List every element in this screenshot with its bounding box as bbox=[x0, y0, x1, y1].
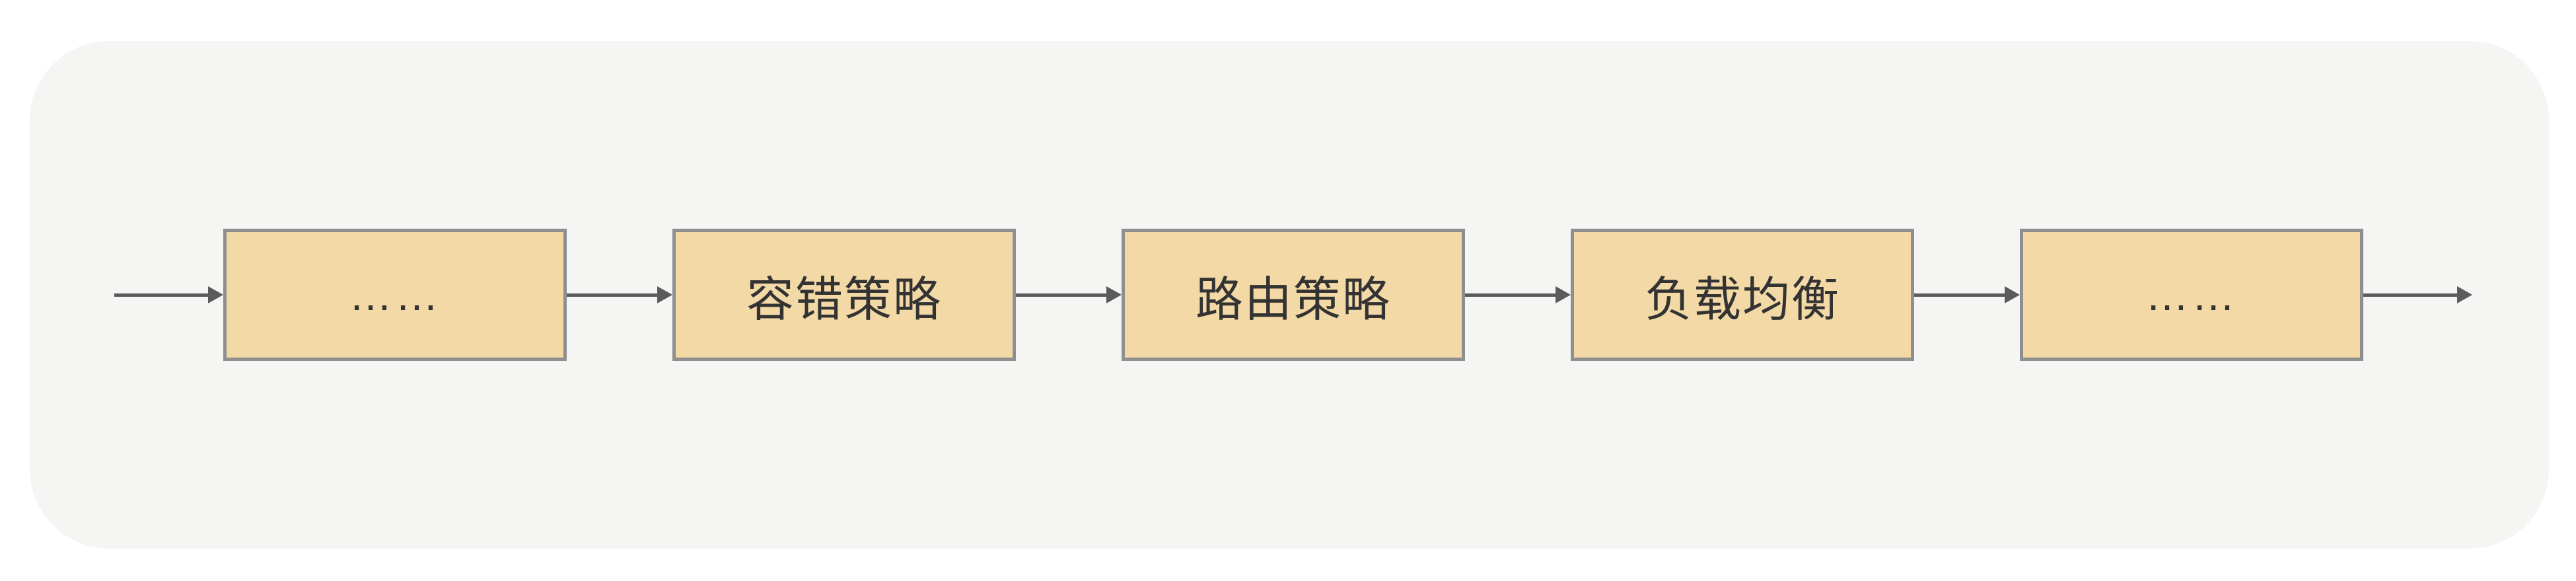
connector-arrow-icon bbox=[1016, 293, 1106, 297]
flow-node-routing: 路由策略 bbox=[1122, 229, 1465, 361]
flow-node-label: …… bbox=[349, 270, 441, 319]
incoming-arrow-icon bbox=[114, 293, 208, 297]
flow-node-load-balancing: 负载均衡 bbox=[1571, 229, 1914, 361]
connector-arrow-icon bbox=[1465, 293, 1556, 297]
flow-node-label: 容错策略 bbox=[746, 273, 942, 327]
connector-arrow-icon bbox=[1914, 293, 2005, 297]
diagram-panel: …… 容错策略 路由策略 负载均衡 …… bbox=[30, 41, 2549, 549]
outgoing-arrow-icon bbox=[2363, 293, 2457, 297]
flow-node-ellipsis-start: …… bbox=[223, 229, 567, 361]
pipeline-flow: …… 容错策略 路由策略 负载均衡 …… bbox=[114, 229, 2472, 361]
connector-arrow-icon bbox=[567, 293, 657, 297]
flow-node-fault-tolerance: 容错策略 bbox=[672, 229, 1016, 361]
flow-node-ellipsis-end: …… bbox=[2020, 229, 2363, 361]
flow-node-label: 负载均衡 bbox=[1644, 273, 1840, 327]
flow-node-label: 路由策略 bbox=[1195, 273, 1391, 327]
flow-node-label: …… bbox=[2145, 270, 2238, 319]
